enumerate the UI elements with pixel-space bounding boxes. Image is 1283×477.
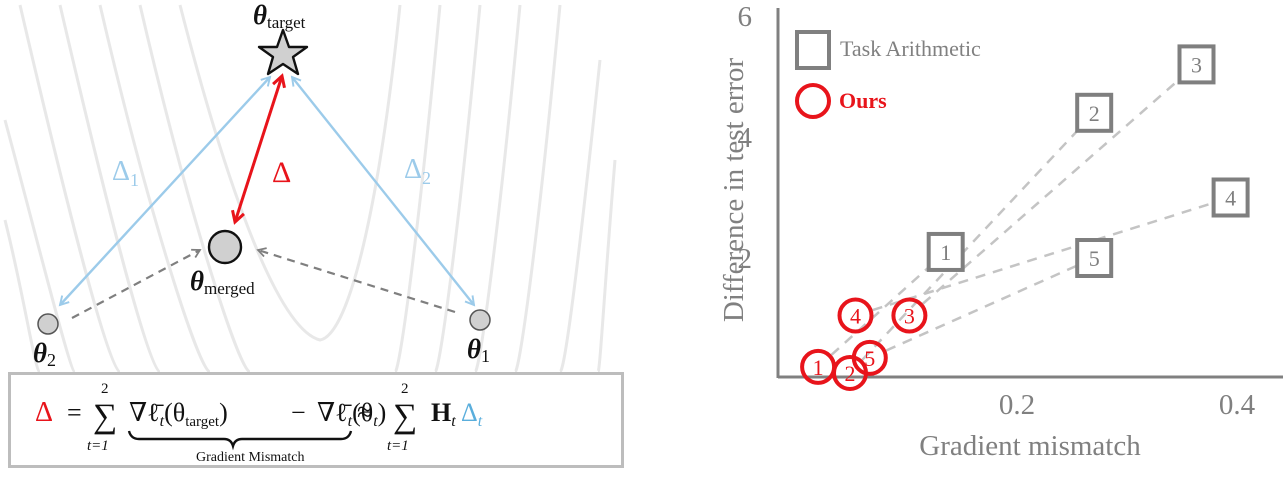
sum-symbol: ∑ [93,398,117,435]
term2: ∇ℓ̄t(θt) [317,398,386,430]
merged-node [207,229,243,265]
formula-box: Δ = 2 ∑ t=1 ∇ℓ̄t(θtarget) − ∇ℓ̄t(θt) Gra… [8,372,624,468]
delta1-label: Δ1 [112,156,139,190]
term1: ∇ℓ̄t(θtarget) [129,398,228,430]
y-tick-label: 6 [738,1,753,33]
sum2-lower: t=1 [387,438,409,454]
theta1-label: θ1 [467,334,490,366]
svg-text:5: 5 [864,346,875,371]
connector-line [872,202,1212,312]
y-tick-label: 4 [738,122,753,154]
task-arithmetic-marker: 1 [926,231,965,272]
underbrace [127,430,353,451]
svg-text:2: 2 [845,361,856,386]
legend-task-arithmetic: Task Arithmetic [840,36,981,61]
legend-circle-icon [795,83,831,119]
delta-t-term: Δt [461,398,483,430]
task-arithmetic-marker: 3 [1177,44,1216,85]
formula-equals: = [67,398,82,427]
x-axis-label: Gradient mismatch [919,430,1141,462]
brace-label: Gradient Mismatch [196,450,304,465]
theta2-to-merged-arrow [71,248,202,319]
svg-text:1: 1 [813,355,824,380]
x-tick-label: 0.2 [999,389,1035,421]
y-tick-label: 2 [738,243,753,275]
svg-text:3: 3 [904,303,915,328]
task-arithmetic-marker: 5 [1075,238,1114,278]
theta1-node [469,309,491,331]
target-star-icon [257,28,309,76]
svg-text:3: 3 [1191,52,1202,77]
svg-text:4: 4 [850,303,861,328]
delta-arrow [231,73,286,225]
scatter-chart: 2 4 6 0.2 0.4 Difference in test error Grad… [700,0,1283,477]
task-arithmetic-marker: 4 [1211,177,1250,218]
sum2-symbol: ∑ [393,398,417,435]
sum2-upper: 2 [401,381,409,397]
sum-upper: 2 [101,381,109,397]
ours-marker: 5 [851,339,888,376]
svg-text:4: 4 [1225,186,1236,211]
hessian-term: Ht [431,398,456,430]
sum-lower: t=1 [87,438,109,454]
svg-text:2: 2 [1089,101,1100,126]
ours-marker: 3 [891,297,928,334]
y-tick-labels: 2 4 6 [738,1,753,275]
connector-lines [830,76,1212,361]
merging-diagram: θtarget θmerged θ2 θ1 Δ Δ1 Δ2 Δ = 2 ∑ t=… [0,0,640,477]
delta2-arrow [290,75,476,307]
y-axis-label: Difference in test error [718,57,750,322]
loss-contours [3,4,617,372]
task-arithmetic-marker: 2 [1075,92,1114,133]
loss-landscape-diagram: θtarget θmerged θ2 θ1 Δ Δ1 Δ2 [3,0,617,372]
delta2-label: Δ2 [404,154,431,188]
gradient-mismatch-formula: Δ = 2 ∑ t=1 ∇ℓ̄t(θtarget) − ∇ℓ̄t(θt) Gra… [35,381,483,465]
connector-line [922,76,1183,305]
formula-minus: − [291,398,306,427]
svg-text:5: 5 [1089,246,1100,271]
connector-line [830,264,932,356]
legend: Task Arithmetic Ours [795,30,981,119]
ours-marker: 4 [837,297,874,334]
theta2-label: θ2 [33,338,56,370]
theta1-to-merged-arrow [256,247,456,314]
theta2-node [37,313,59,335]
merged-label: θmerged [190,266,255,298]
chart-canvas: 2 4 6 0.2 0.4 Difference in test error Grad… [718,1,1283,462]
svg-text:1: 1 [940,240,951,265]
target-label: θtarget [253,0,306,32]
delta-label: Δ [272,156,291,189]
ours-marker: 1 [800,348,837,385]
formula-delta: Δ [35,397,53,428]
legend-ours: Ours [839,88,887,113]
x-tick-label: 0.4 [1219,389,1256,421]
x-tick-labels: 0.2 0.4 [999,389,1256,421]
formula-approx: ≈ [357,397,372,428]
legend-square-icon [795,30,831,70]
